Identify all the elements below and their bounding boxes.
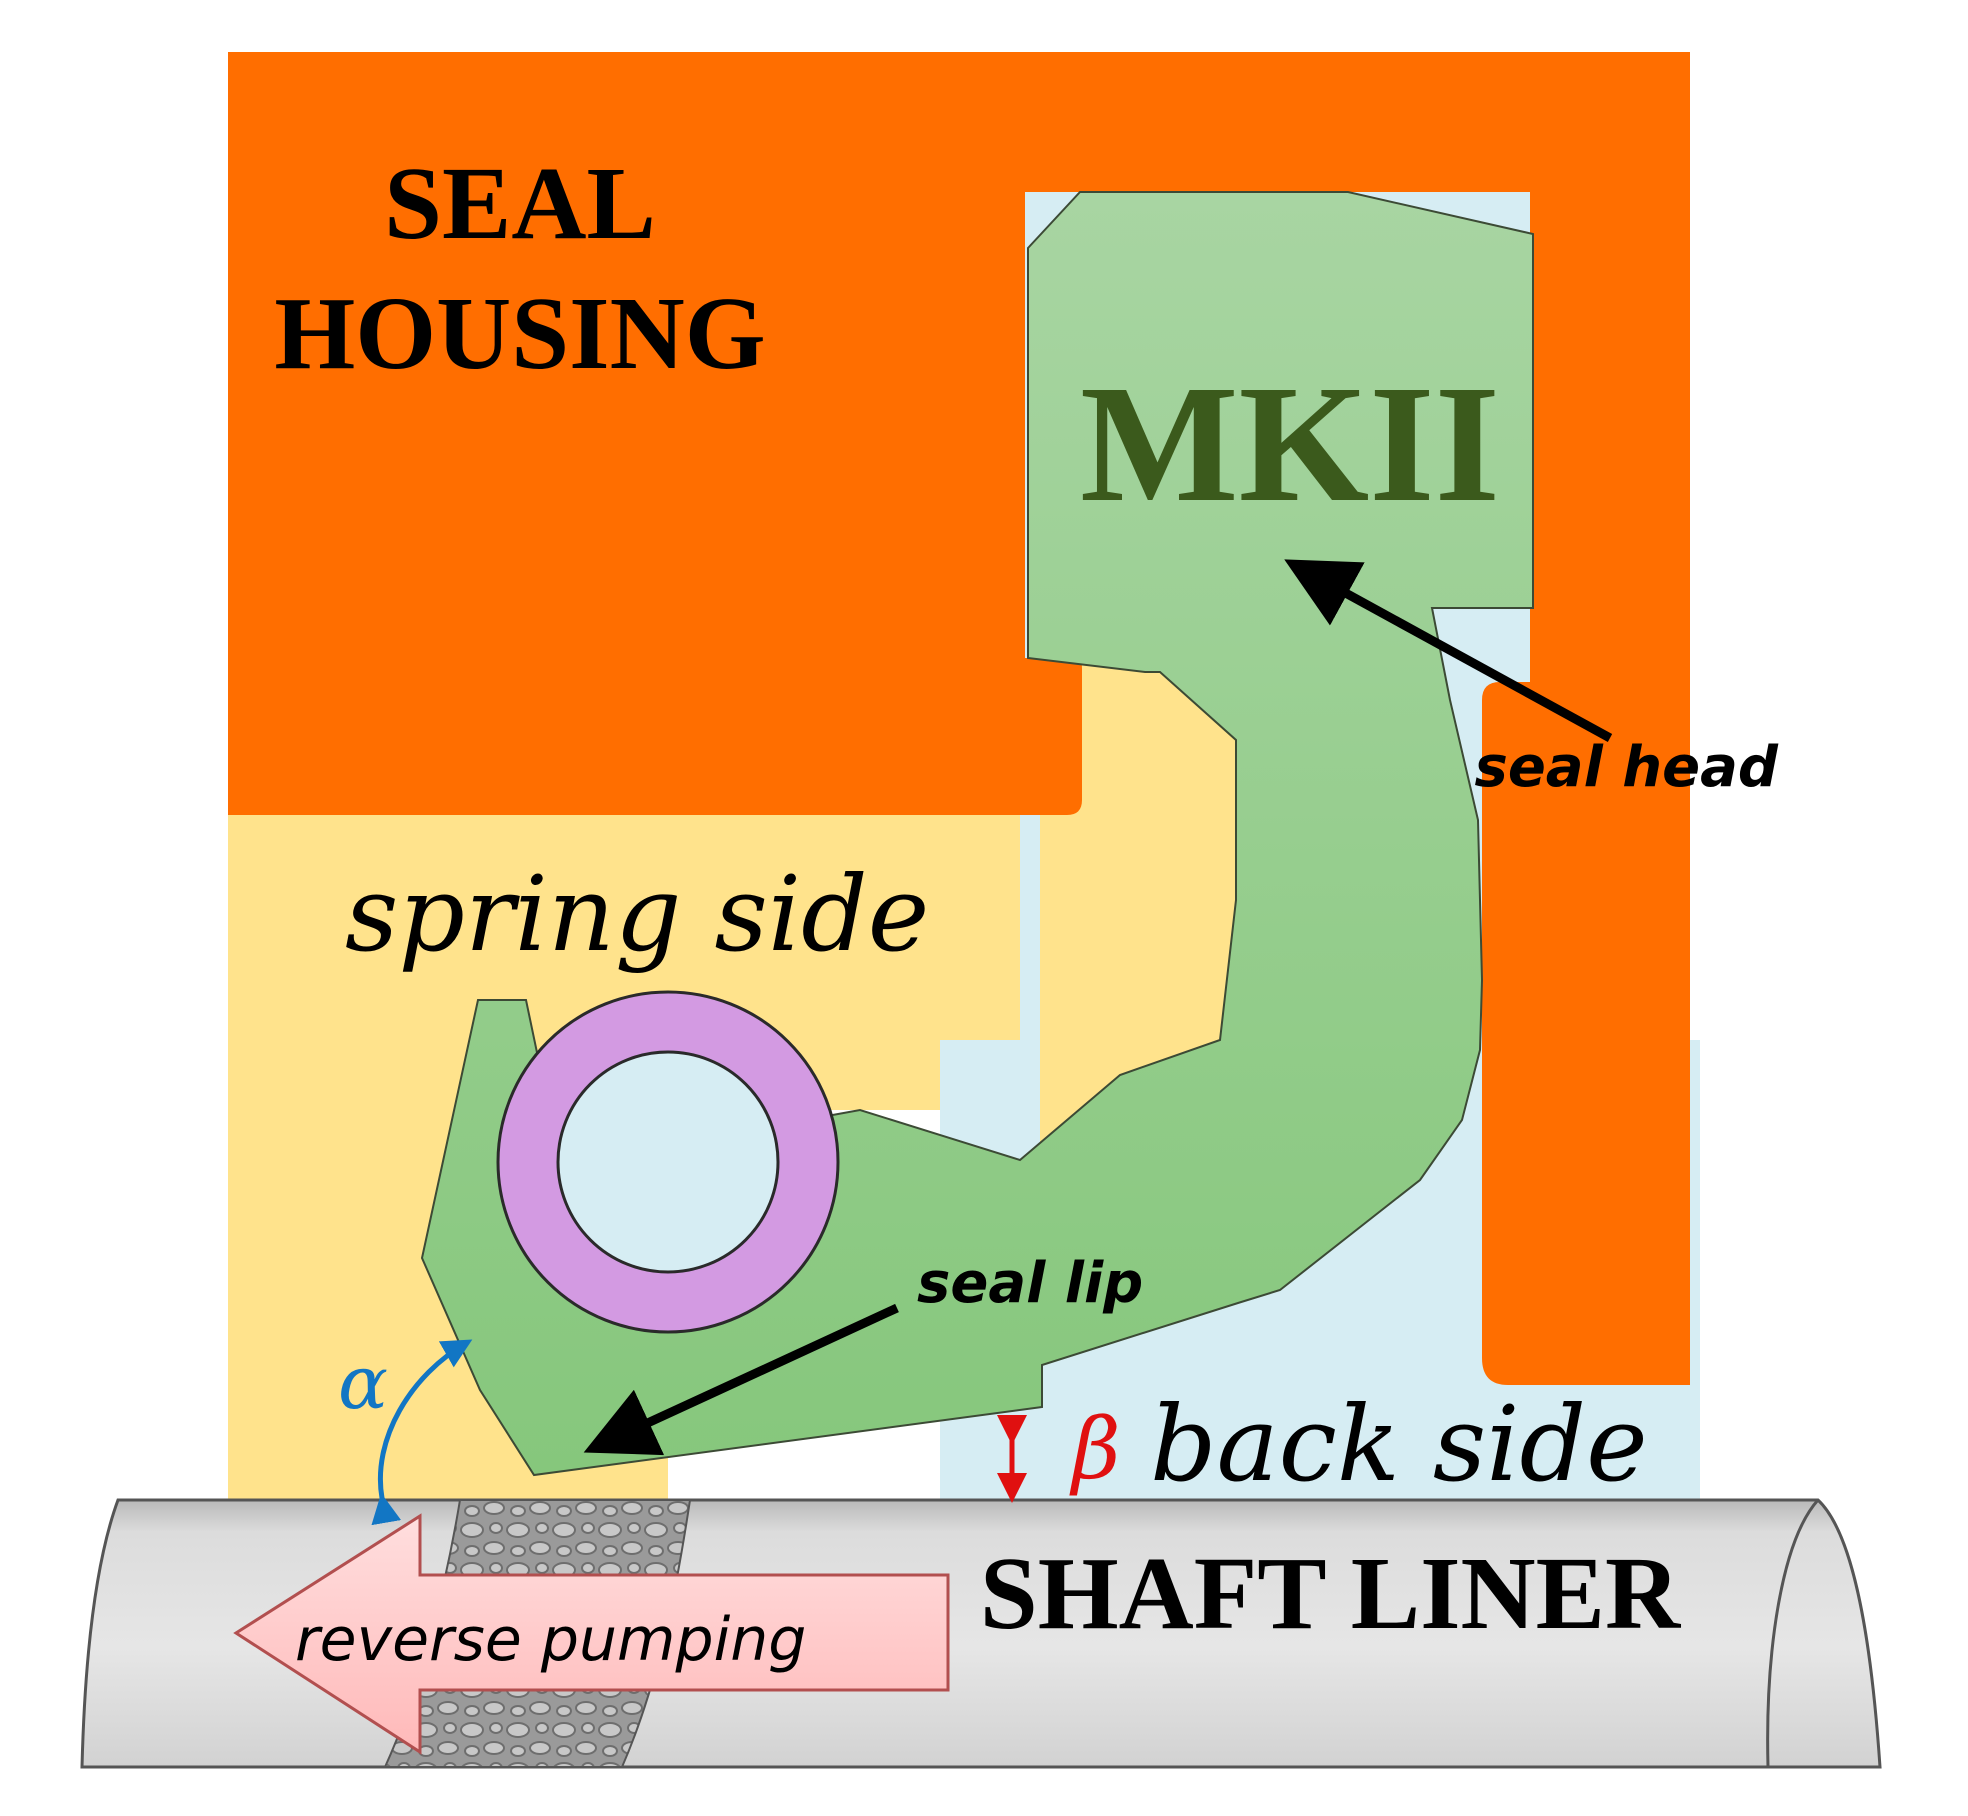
shaft-liner-label: SHAFT LINER bbox=[980, 1536, 1682, 1651]
seal-head-label: seal head bbox=[1474, 735, 1778, 800]
alpha-angle-arc bbox=[371, 1339, 473, 1526]
back-side-label: back side bbox=[1150, 1383, 1648, 1505]
beta-label: β bbox=[1069, 1400, 1121, 1498]
seal-lip-arrow bbox=[583, 1303, 899, 1456]
model-label: MKII bbox=[1080, 351, 1500, 537]
shaft-end-curve bbox=[1766, 1498, 1820, 1768]
seal-lip-label: seal lip bbox=[917, 1251, 1143, 1316]
reverse-pumping-label: reverse pumping bbox=[295, 1605, 806, 1675]
seal-housing bbox=[228, 52, 1690, 1385]
reverse-pumping-arrow bbox=[233, 1513, 950, 1755]
alpha-label: α bbox=[338, 1340, 388, 1426]
seal-head-arrow bbox=[1284, 559, 1613, 742]
spring-side-label: spring side bbox=[345, 853, 929, 975]
housing-label-line2: HOUSING bbox=[274, 276, 765, 391]
housing-label-line1: SEAL bbox=[384, 146, 656, 261]
seal-body bbox=[420, 191, 1534, 1477]
spring-core bbox=[556, 1050, 780, 1274]
